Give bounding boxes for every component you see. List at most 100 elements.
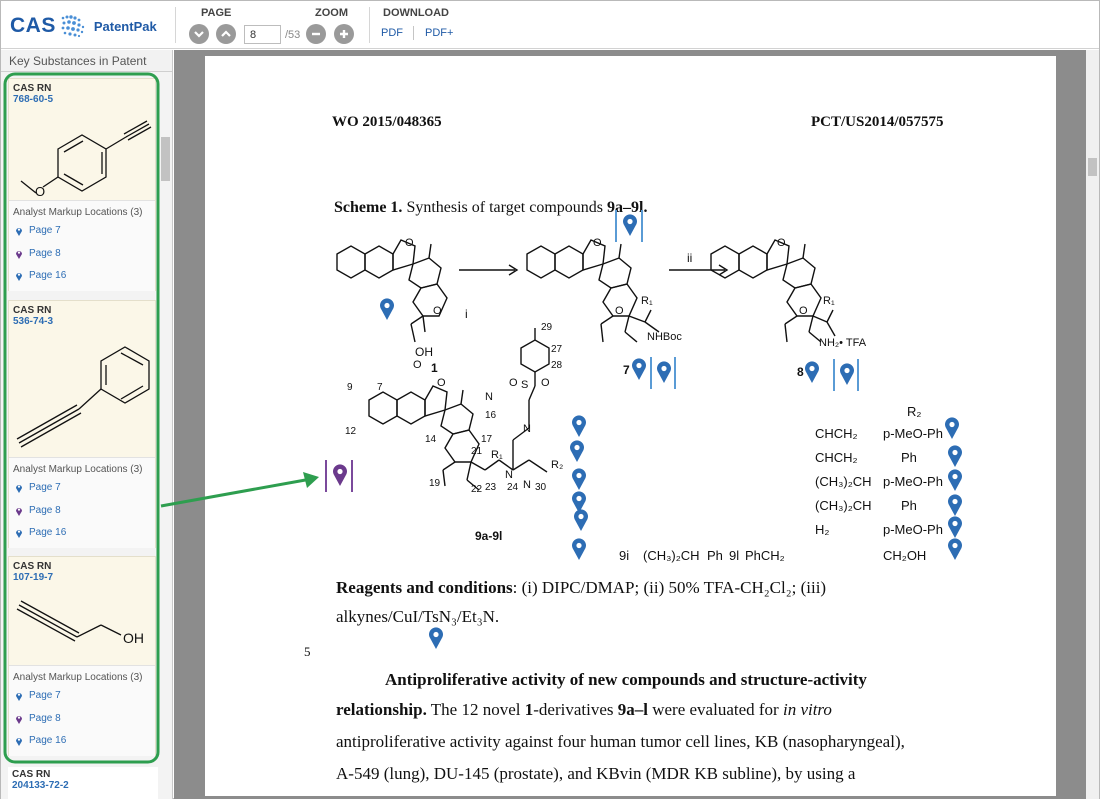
scheme-title: Scheme 1. Synthesis of target compounds … [334, 199, 647, 217]
next-page-button[interactable] [189, 24, 209, 44]
map-pin-icon[interactable] [379, 298, 395, 320]
svg-text:N: N [523, 479, 531, 491]
download-pdfplus-link[interactable]: PDF+ [425, 27, 454, 39]
download-pdf-link[interactable]: PDF [381, 27, 403, 39]
map-pin-icon[interactable] [804, 361, 820, 383]
patent-number-header: WO 2015/048365 [332, 114, 442, 130]
markup-page-link[interactable]: Page 8 [15, 713, 61, 724]
atom-number: 9 [347, 382, 353, 393]
atom-number: 14 [425, 434, 437, 445]
highlighted-pin-bracket[interactable] [833, 359, 859, 391]
map-pin-icon[interactable] [947, 469, 963, 491]
document-scroll-thumb[interactable] [1088, 158, 1097, 176]
table-cell: p-MeO-Ph [883, 522, 943, 537]
svg-text:O: O [405, 237, 414, 249]
cas-patentpak-logo[interactable]: CAS PatentPak [10, 13, 157, 39]
reaction-scheme-diagram: O O OH O O O R₁ NHBoc O O R₁ NH₂• TFA O … [336, 237, 867, 543]
markup-page-link[interactable]: Page 7 [15, 482, 61, 493]
table-cell: 9l [729, 548, 740, 563]
map-pin-icon[interactable] [573, 509, 589, 531]
plus-icon [340, 30, 348, 38]
analyst-markup-section: Analyst Markup Locations (3) Page 7 Page… [9, 457, 155, 548]
table-cell: PhCH₂ [745, 548, 785, 563]
reagents-text: : (i) DIPC/DMAP; (ii) 50% TFA-CH₂Cl₂; (i… [512, 578, 827, 597]
svg-text:O: O [593, 237, 602, 249]
map-pin-purple-icon [333, 464, 347, 486]
step-ii-label: ii [687, 251, 692, 265]
cas-rn-link[interactable]: 536-74-3 [13, 316, 54, 327]
cas-rn-link[interactable]: 768-60-5 [13, 94, 54, 105]
cas-rn-link[interactable]: 204133-72-2 [12, 780, 69, 791]
document-scrollbar[interactable] [1086, 50, 1099, 799]
pct-number-header: PCT/US2014/057575 [811, 114, 944, 130]
map-pin-purple-icon [16, 250, 22, 259]
map-pin-icon [16, 272, 22, 281]
substance-card[interactable]: CAS RN 107-19-7 OH Analyst Markup Locati… [8, 556, 156, 756]
reagents-line-2: alkynes/CuI/TsN₃/Et₃N. [336, 607, 500, 626]
compound-1-label: 1 [431, 361, 438, 375]
cas-rn-link[interactable]: 107-19-7 [13, 572, 54, 583]
atom-number: 17 [481, 434, 493, 445]
paragraph-line-1: relationship. The 12 novel 1-derivatives… [336, 700, 832, 720]
markup-page-link[interactable]: Page 7 [15, 690, 61, 701]
highlighted-pin-bracket-purple[interactable] [325, 460, 353, 492]
zoom-out-button[interactable] [306, 24, 326, 44]
map-pin-icon[interactable] [947, 494, 963, 516]
substance-card[interactable]: CAS RN 204133-72-2 [8, 767, 158, 799]
svg-text:O: O [509, 377, 518, 389]
svg-text:O: O [615, 305, 624, 317]
paragraph-ref: 1 [524, 700, 534, 719]
document-viewer[interactable]: WO 2015/048365 PCT/US2014/057575 Scheme … [174, 50, 1099, 799]
map-pin-icon[interactable] [571, 538, 587, 560]
map-pin-icon[interactable] [428, 627, 444, 649]
zoom-in-button[interactable] [334, 24, 354, 44]
section-heading: Antiproliferative activity of new compou… [385, 670, 867, 689]
highlighted-pin-bracket[interactable] [615, 210, 643, 242]
svg-text:O: O [413, 359, 422, 371]
table-cell: p-MeO-Ph [883, 474, 943, 489]
map-pin-icon[interactable] [947, 516, 963, 538]
markup-page-link[interactable]: Page 16 [15, 270, 66, 281]
page-number-input[interactable] [244, 25, 281, 44]
map-pin-icon[interactable] [571, 415, 587, 437]
map-pin-icon[interactable] [571, 468, 587, 490]
reagents-line-1: Reagents and conditions: (i) DIPC/DMAP; … [336, 578, 826, 598]
substance-card[interactable]: CAS RN 768-60-5 O Analyst Markup Locatio… [8, 78, 156, 291]
map-pin-icon[interactable] [947, 538, 963, 560]
table-cell: (CH₃)₂CH [643, 548, 700, 563]
scheme-ref: 9a–9l. [607, 199, 648, 216]
map-pin-icon[interactable] [571, 491, 587, 513]
map-pin-icon[interactable] [631, 358, 647, 380]
map-pin-icon[interactable] [569, 440, 585, 462]
page-total: /53 [285, 29, 301, 41]
sidebar-scrollbar[interactable] [159, 73, 170, 799]
page-group-label: PAGE [201, 7, 232, 19]
markup-page-link[interactable]: Page 8 [15, 505, 61, 516]
highlighted-pin-bracket[interactable] [650, 357, 676, 389]
download-divider [413, 26, 414, 40]
markup-page-link[interactable]: Page 8 [15, 248, 61, 259]
markup-page-link[interactable]: Page 7 [15, 225, 61, 236]
svg-text:S: S [521, 379, 528, 391]
atom-number: 22 [471, 484, 483, 495]
markup-page-link[interactable]: Page 16 [15, 527, 66, 538]
atom-number: 30 [535, 482, 547, 493]
markup-page-link[interactable]: Page 16 [15, 735, 66, 746]
map-pin-icon [840, 363, 854, 385]
zoom-group-label: ZOOM [315, 7, 348, 19]
map-pin-icon[interactable] [947, 445, 963, 467]
table-cell: p-MeO-Ph [883, 426, 943, 441]
sidebar-scroll-thumb[interactable] [161, 137, 170, 181]
atom-number: 27 [551, 344, 563, 355]
substance-card[interactable]: CAS RN 536-74-3 Analyst Markup Locations… [8, 300, 156, 548]
cas-rn-label: CAS RN [13, 305, 52, 316]
map-pin-purple-icon [16, 715, 22, 724]
compound-9-label: 9a-9l [475, 529, 502, 543]
map-pin-icon[interactable] [944, 417, 960, 439]
previous-page-button[interactable] [216, 24, 236, 44]
table-cell: CHCH₂ [815, 426, 858, 441]
minus-icon [312, 32, 320, 36]
markup-title: Analyst Markup Locations (3) [13, 672, 143, 683]
map-pin-icon [16, 484, 22, 493]
